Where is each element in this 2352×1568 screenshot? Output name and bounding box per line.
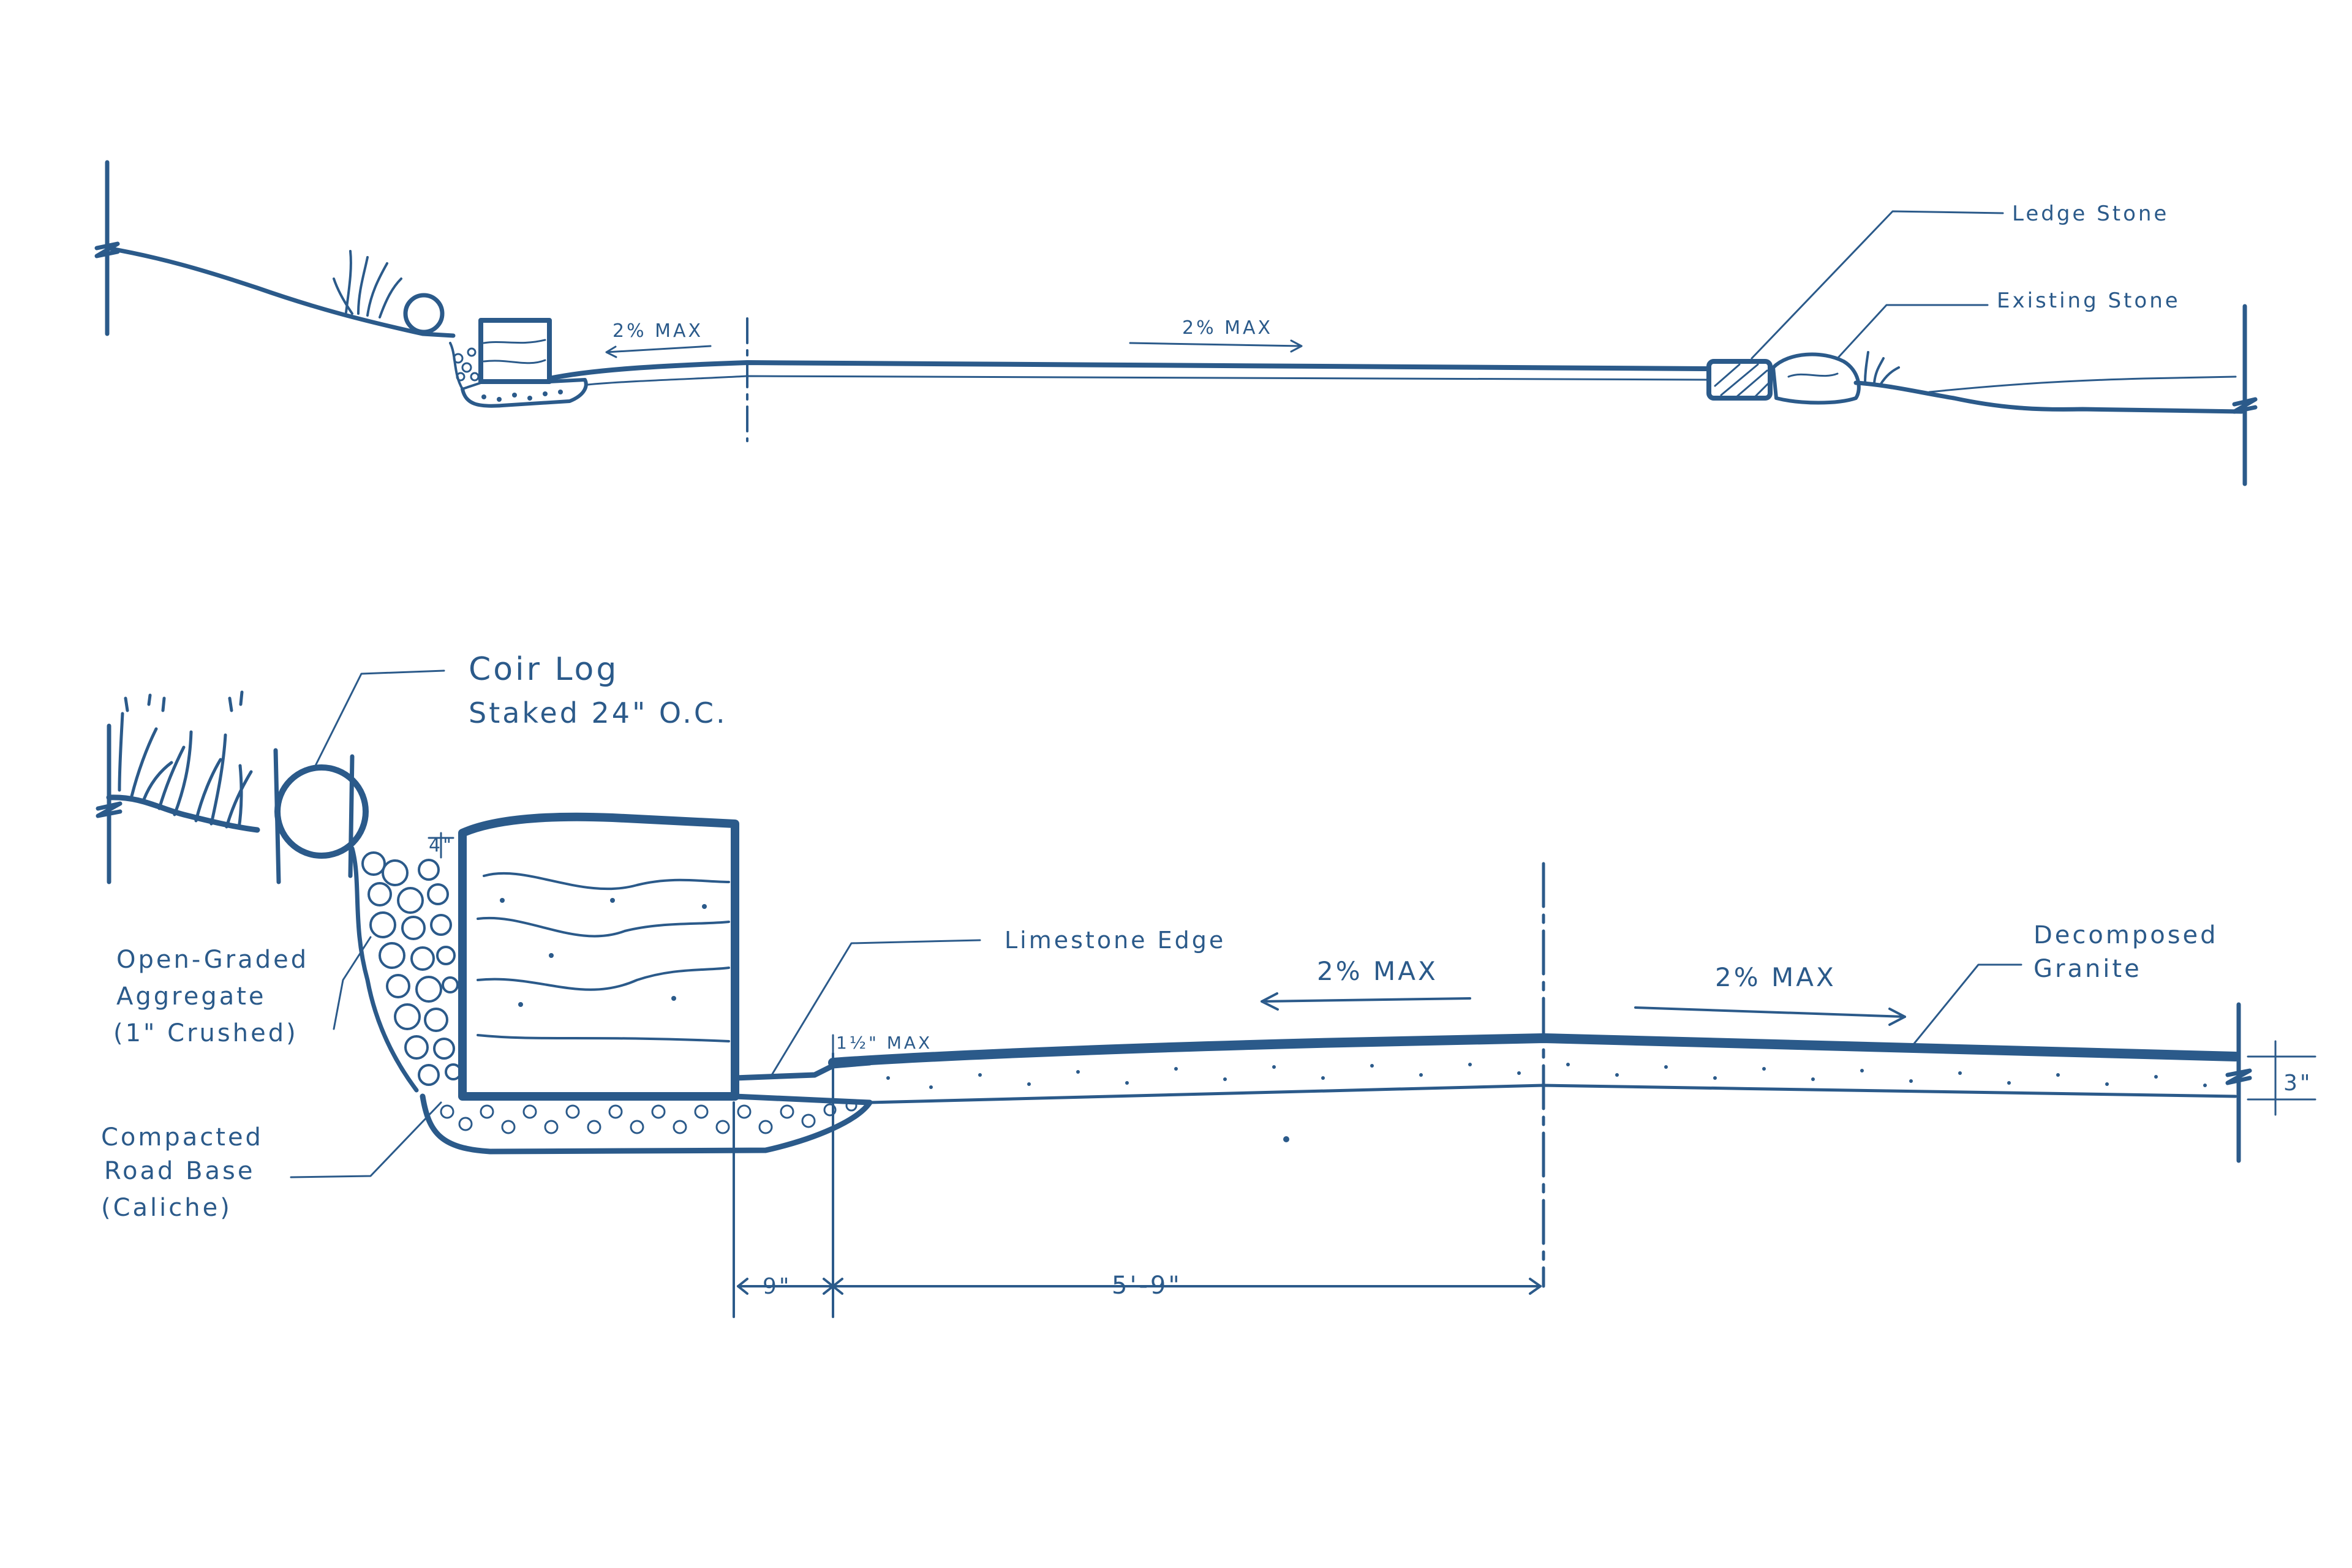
top-grass-left <box>333 250 402 318</box>
top-existing-stone-label: Existing Stone <box>1997 288 2180 313</box>
top-grass-right <box>1864 351 1900 386</box>
coir-log-label-1: Coir Log <box>469 651 619 688</box>
limestone-edge-label: Limestone Edge <box>1005 927 1226 954</box>
dg-label-1: Decomposed <box>2034 921 2218 949</box>
detail-depth-dimension <box>2247 1040 2316 1116</box>
detail-grass <box>118 690 253 830</box>
detail-road-base <box>420 1093 873 1155</box>
top-existing-stone <box>1771 352 1861 405</box>
dg-label-2: Granite <box>2034 955 2142 983</box>
top-ledge-leader <box>1751 210 2004 360</box>
aggregate-label-3: (1" Crushed) <box>113 1019 298 1047</box>
coir-log-label-2: Staked 24" O.C. <box>469 696 728 729</box>
detail-right-break-line <box>2225 1002 2252 1163</box>
detail-coir-log <box>273 748 369 884</box>
top-slope-center-label: 2% MAX <box>1182 317 1273 339</box>
top-path-base <box>587 375 1710 386</box>
detail-slope-right-arrow <box>1634 1006 1906 1026</box>
top-coir-log <box>403 293 445 334</box>
detail-limestone-wall <box>428 812 739 1101</box>
top-ledge-stone-label: Ledge Stone <box>2012 202 2169 226</box>
detail-dg-speckles <box>886 1063 2207 1142</box>
road-base-label-2: Road Base <box>104 1157 255 1185</box>
top-right-grade <box>1853 380 2244 414</box>
detail-aggregate <box>350 846 462 1093</box>
detail-dim-left-label: 9" <box>763 1274 791 1299</box>
detail-dg-surface-bottom <box>868 1084 2237 1104</box>
top-slope-center-arrow <box>1129 339 1303 353</box>
detail-dim-right-label: 5'-9" <box>1112 1272 1182 1300</box>
top-path-surface <box>547 360 1711 381</box>
detail-width-dimension <box>733 1052 1542 1318</box>
detail-grade <box>106 794 260 833</box>
detail-wall-reveal-label: 4" <box>429 835 454 856</box>
top-right-water <box>1928 375 2237 393</box>
coir-log-leader <box>314 669 445 767</box>
detail-slope-left-label: 2% MAX <box>1317 956 1438 986</box>
aggregate-leader <box>333 936 372 1030</box>
road-base-leader <box>290 1101 442 1178</box>
top-left-grade <box>105 246 456 338</box>
aggregate-label-1: Open-Graded <box>116 946 309 974</box>
road-base-label-1: Compacted <box>101 1123 263 1152</box>
road-base-label-3: (Caliche) <box>101 1194 232 1222</box>
detail-slope-left-arrow <box>1261 992 1471 1011</box>
detail-section: 3" 2% MAX 2% MAX 1½" MAX 4" 9" 5'-9" Coi… <box>96 651 2316 1318</box>
detail-depth-label: 3" <box>2283 1071 2312 1096</box>
top-right-break-line <box>2232 304 2258 486</box>
top-slope-left-label: 2% MAX <box>612 320 703 342</box>
top-ledge-stone <box>1706 359 1773 401</box>
limestone-edge-leader <box>771 939 981 1076</box>
top-existing-leader <box>1836 304 1989 360</box>
detail-dg-surface-top <box>828 1033 2241 1068</box>
detail-reveal-label: 1½" MAX <box>836 1033 932 1053</box>
top-section: 2% MAX 2% MAX Ledge Stone Exis <box>94 160 2258 486</box>
aggregate-label-2: Aggregate <box>116 982 266 1011</box>
detail-left-break-line <box>96 723 123 884</box>
detail-slope-right-label: 2% MAX <box>1715 962 1836 992</box>
top-retaining-wall <box>449 318 588 408</box>
top-slope-left-arrow <box>605 345 712 358</box>
dg-leader <box>1910 963 2022 1049</box>
